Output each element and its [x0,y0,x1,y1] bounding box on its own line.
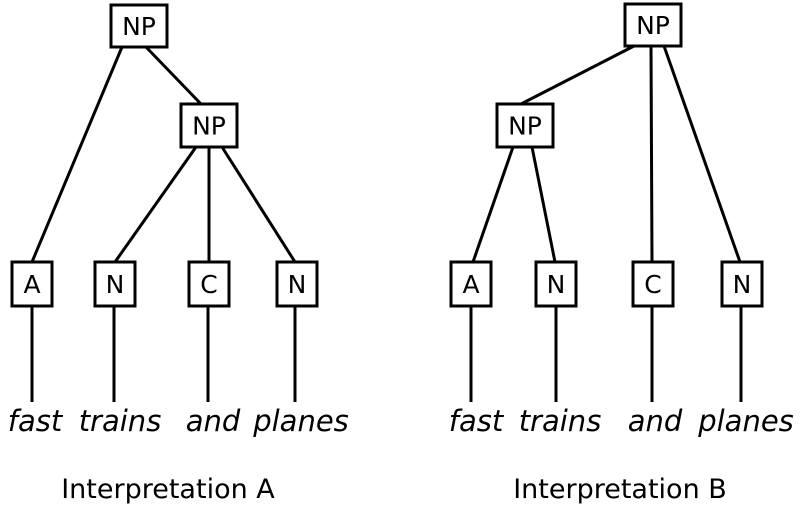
node-label-n1: N [547,270,566,299]
node-label-c: C [200,270,217,299]
node-box-c [187,260,231,308]
node-label-np-inner: NP [508,112,542,141]
word-fast: fast [8,404,64,438]
caption-interpretation-b: Interpretation B [513,474,727,505]
node-box-n1 [534,260,578,308]
word-and: and [186,404,241,438]
word-planes: planes [252,404,349,438]
node-label-np-root: NP [122,12,156,41]
node-label-np-root: NP [636,11,670,40]
tree-edge [530,146,557,263]
node-box-a [449,260,493,308]
tree-edge [649,45,654,263]
tree-edge [30,46,124,263]
word-planes: planes [697,404,794,438]
node-label-a: A [23,270,40,299]
tree-edge [220,146,297,263]
node-box-c [631,260,675,308]
node-label-np-inner: NP [192,112,226,141]
node-box-np-root [623,2,683,48]
node-box-n1 [93,260,137,308]
word-trains: trains [519,404,602,438]
node-label-n1: N [106,270,125,299]
tree-edge [471,146,515,263]
tree-edge [520,44,635,106]
node-label-a: A [462,270,479,299]
caption-interpretation-a: Interpretation A [61,474,275,505]
word-and: and [628,404,683,438]
node-label-c: C [644,270,661,299]
tree-edge [144,45,203,106]
word-fast: fast [449,404,505,438]
word-trains: trains [79,404,162,438]
node-label-n2: N [288,270,307,299]
node-box-n2 [275,260,319,308]
node-box-np-root [109,3,169,49]
node-box-np-inner [179,102,239,149]
node-label-n2: N [733,270,752,299]
tree-edge [662,45,742,263]
node-box-np-inner [495,102,555,149]
tree-edge [113,146,198,263]
node-box-a [10,260,54,308]
node-box-n2 [720,260,764,308]
